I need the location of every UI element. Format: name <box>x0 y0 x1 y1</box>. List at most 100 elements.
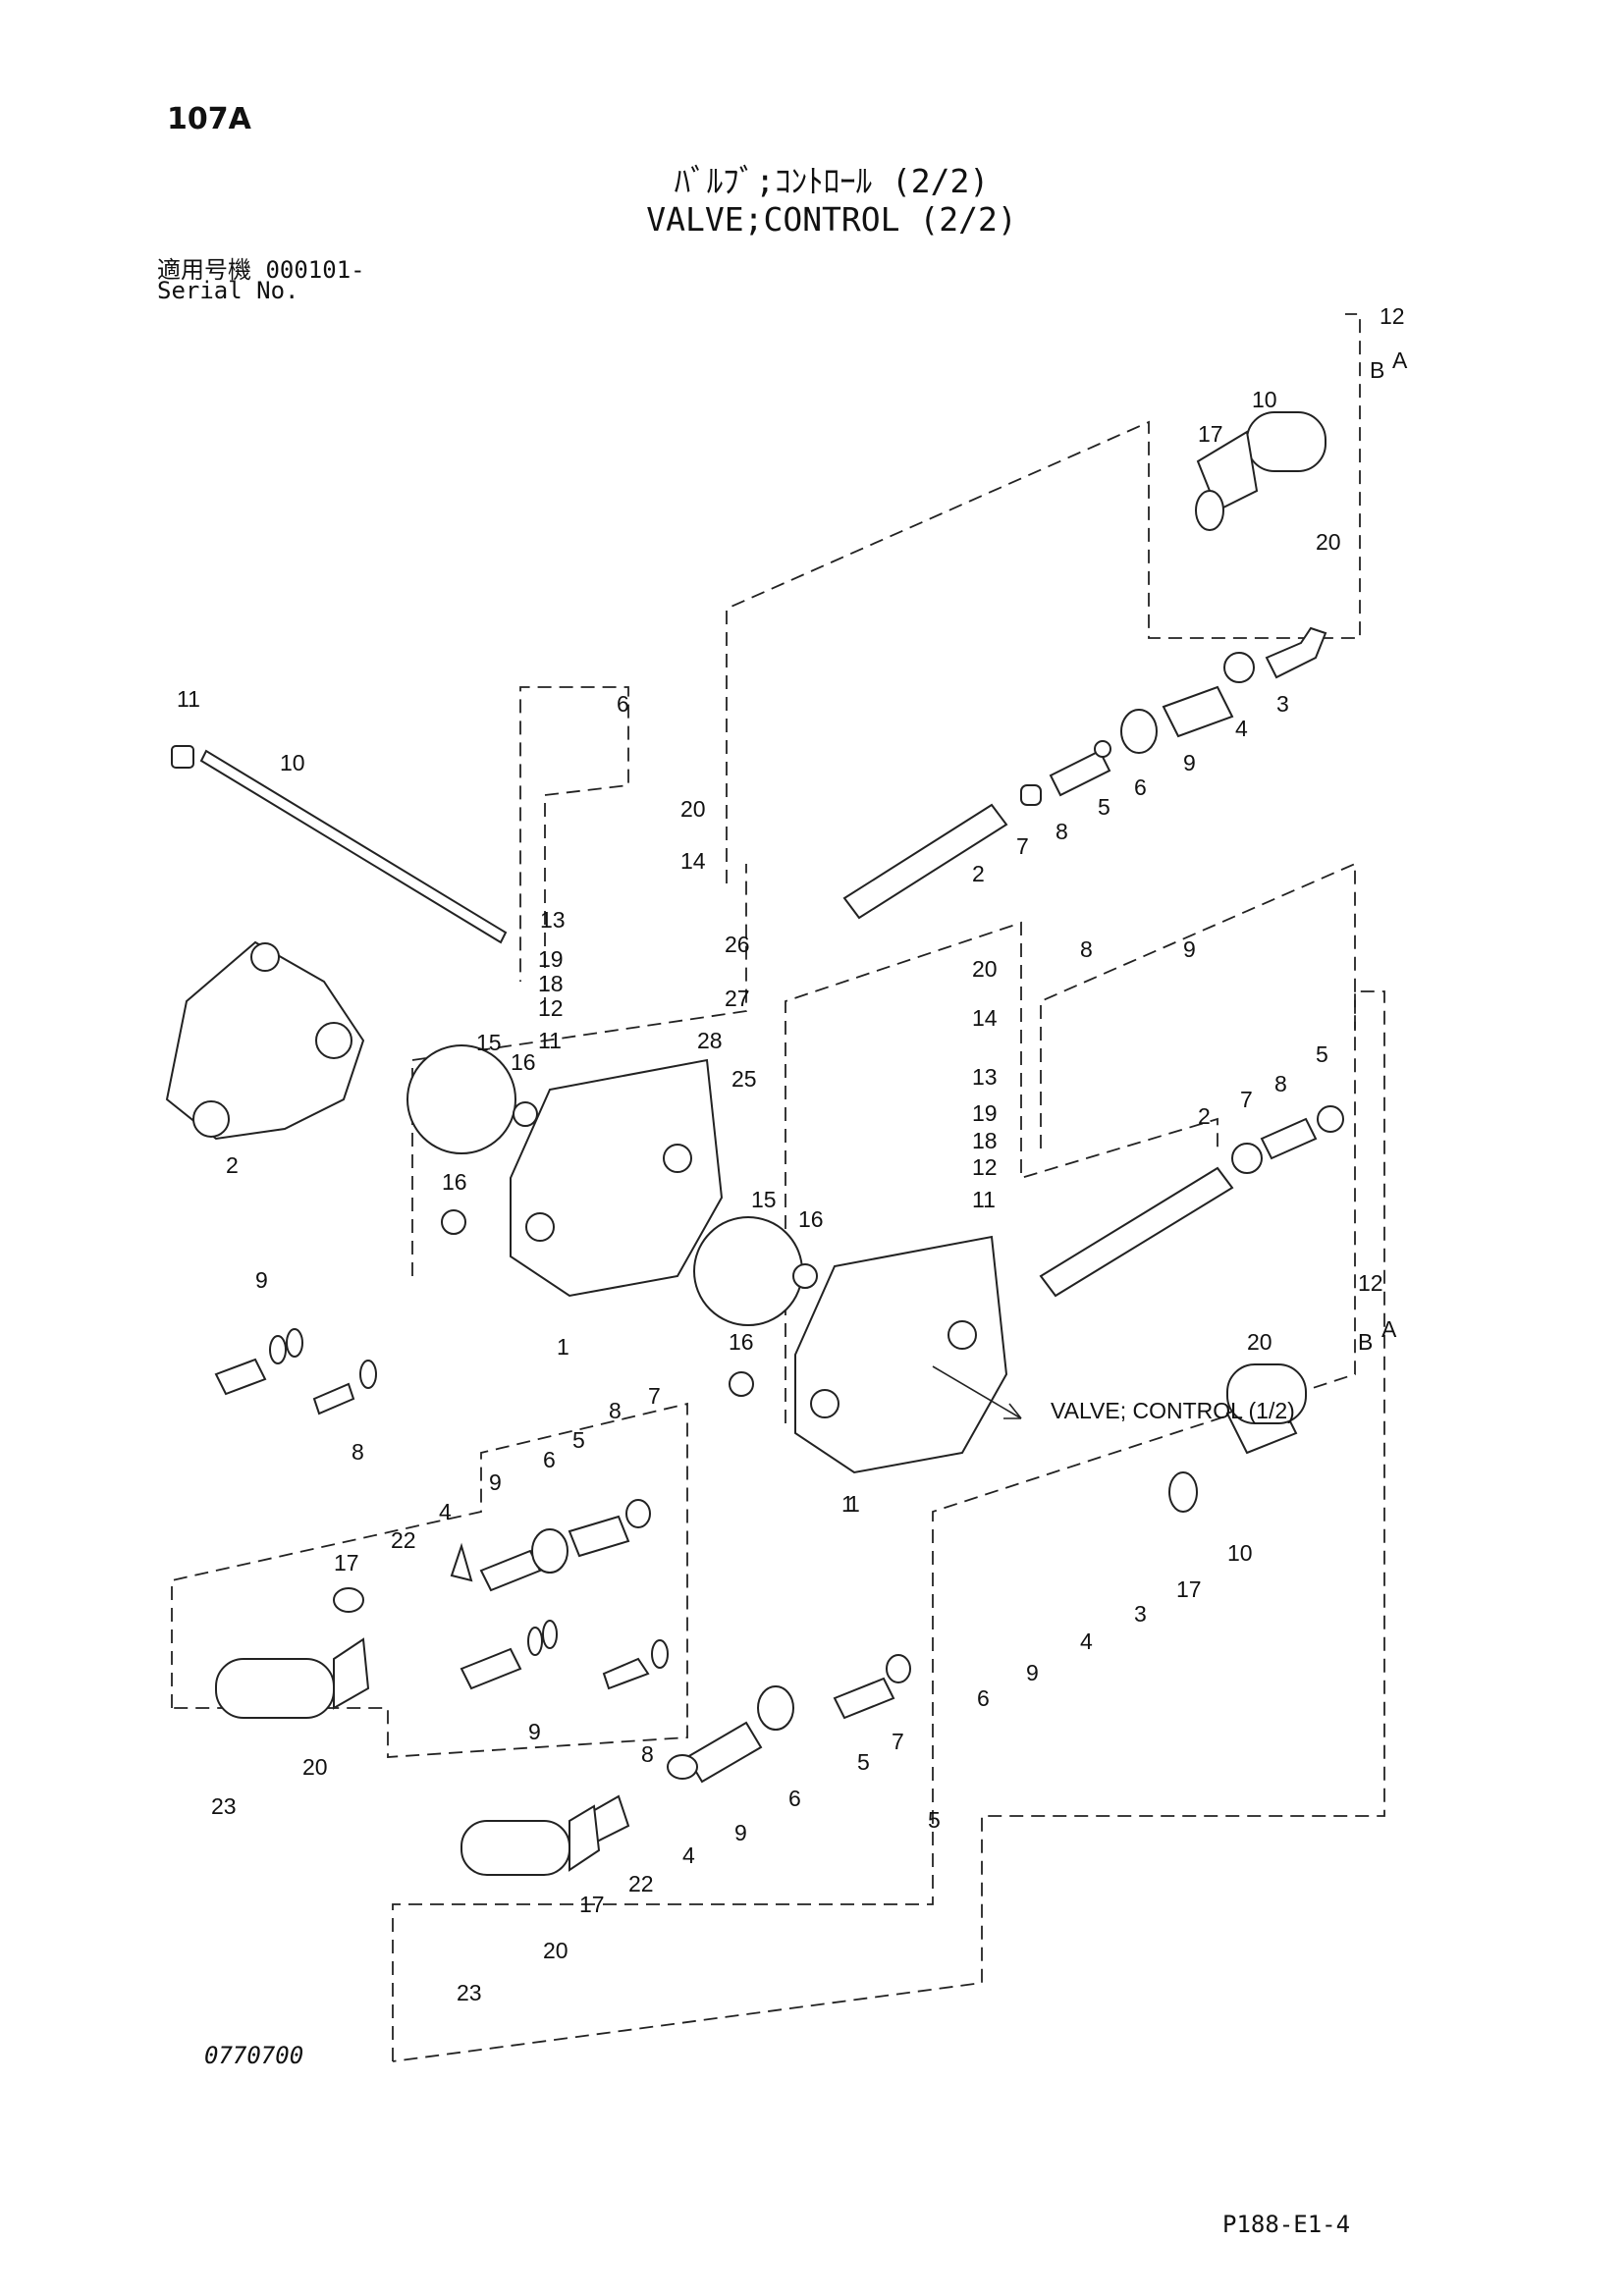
assembly-group-outlines <box>171 313 1385 2062</box>
callout: 23 <box>457 1980 482 2005</box>
callout: 5 <box>1098 794 1110 820</box>
callout: 23 <box>211 1793 237 1819</box>
callout: 4 <box>439 1499 452 1524</box>
callout: 16 <box>442 1169 467 1195</box>
callout: 8 <box>609 1398 622 1423</box>
callout: 1 <box>847 1491 860 1517</box>
callout: 6 <box>1134 774 1147 800</box>
callout: 27 <box>725 986 750 1011</box>
callout: 25 <box>731 1066 757 1092</box>
callout: 12 <box>1358 1270 1383 1296</box>
callout: 16 <box>729 1329 754 1355</box>
callout: 16 <box>511 1049 536 1075</box>
page-id: 107A <box>167 102 251 136</box>
callout: 20 <box>1247 1329 1272 1355</box>
spool-assembly-top <box>842 411 1327 920</box>
callout: 6 <box>977 1685 990 1711</box>
callout: 17 <box>334 1550 359 1575</box>
callout: 28 <box>697 1028 723 1053</box>
callout: B <box>1358 1329 1373 1355</box>
spool-assembly-middle <box>1039 1105 1344 1513</box>
callout: 6 <box>617 691 629 717</box>
callout: 26 <box>725 932 750 957</box>
callout: 8 <box>1056 819 1068 844</box>
callout: A <box>1381 1316 1397 1342</box>
callout: 14 <box>972 1005 998 1031</box>
spool-assembly-lower-right <box>460 1620 911 1876</box>
callout: 19 <box>972 1100 998 1126</box>
callout: 22 <box>391 1527 416 1553</box>
callout: 7 <box>1016 833 1029 859</box>
callout: A <box>1392 347 1408 373</box>
callout: 15 <box>476 1030 502 1055</box>
callout: 10 <box>1252 387 1277 412</box>
reference-note-text: VALVE; CONTROL (1/2) <box>1051 1398 1295 1423</box>
callout: 12 <box>972 1154 998 1180</box>
callout: 2 <box>972 861 985 886</box>
callout: B <box>1370 357 1384 383</box>
callout: 8 <box>352 1439 364 1465</box>
callout: 11 <box>177 686 200 712</box>
callout: 9 <box>734 1820 747 1845</box>
callout: 13 <box>972 1064 998 1090</box>
callout: 20 <box>680 796 706 822</box>
callout: 18 <box>538 971 564 996</box>
callout: 10 <box>280 750 305 775</box>
callout: 4 <box>1080 1629 1093 1654</box>
callout: 9 <box>255 1267 268 1293</box>
callout: 7 <box>648 1383 661 1409</box>
callout: 11 <box>538 1028 562 1053</box>
callout: 15 <box>751 1187 777 1212</box>
callout: 6 <box>788 1786 801 1811</box>
callout: 20 <box>543 1938 568 1963</box>
title-english: VALVE;CONTROL (2/2) <box>646 200 1017 239</box>
callout: 5 <box>857 1749 870 1775</box>
callout: 20 <box>302 1754 328 1780</box>
callout: 18 <box>972 1128 998 1153</box>
callout: 9 <box>1183 936 1196 962</box>
callout: 1 <box>557 1334 569 1360</box>
tie-rod-upper <box>171 745 508 944</box>
callout: 9 <box>1183 750 1196 775</box>
cover-plate-part-2 <box>165 940 365 1141</box>
spool-assembly-lower-left <box>214 1328 651 1719</box>
callout: 16 <box>798 1206 824 1232</box>
callout: 7 <box>892 1729 904 1754</box>
callout: 8 <box>641 1741 654 1767</box>
callout: 17 <box>579 1892 605 1917</box>
callout: 2 <box>226 1152 239 1178</box>
callout: 1 <box>841 1491 854 1517</box>
callout: 9 <box>489 1469 502 1495</box>
nut-11 <box>171 745 194 769</box>
callout: 12 <box>538 995 564 1021</box>
callout: 8 <box>1274 1071 1287 1096</box>
callout: 3 <box>1134 1601 1147 1627</box>
title-japanese: ﾊﾞﾙﾌﾞ;ｺﾝﾄﾛｰﾙ (2/2) <box>674 162 990 200</box>
callout: 2 <box>1198 1103 1211 1129</box>
callout: 22 <box>628 1871 654 1896</box>
callout: 11 <box>972 1187 996 1212</box>
callout: 3 <box>1276 691 1289 717</box>
callout: 5 <box>1316 1041 1328 1067</box>
callout-labels: 12 B A 10 17 20 3 4 9 6 5 8 7 2 11 10 6 … <box>177 303 1408 2005</box>
valve-housing-right <box>693 1216 1008 1474</box>
callout: 20 <box>972 956 998 982</box>
callout: 12 <box>1380 303 1405 329</box>
serial-label-english: Serial No. <box>157 277 299 304</box>
callout: 13 <box>540 907 566 933</box>
callout: 4 <box>682 1842 695 1868</box>
callout: 7 <box>1240 1087 1253 1112</box>
figure-code: 0770700 <box>204 2042 304 2069</box>
callout: 9 <box>1026 1660 1039 1685</box>
callout: 17 <box>1198 421 1223 447</box>
callout: 14 <box>680 848 706 874</box>
callout: 19 <box>538 946 564 972</box>
callout: 17 <box>1176 1576 1202 1602</box>
callout: 10 <box>1227 1540 1253 1566</box>
serial-label-japanese: 適用号機 000101- <box>157 256 365 284</box>
callout: 6 <box>543 1447 556 1472</box>
callout: 20 <box>1316 529 1341 555</box>
callout: 9 <box>528 1719 541 1744</box>
page-code: P188-E1-4 <box>1222 2211 1351 2238</box>
